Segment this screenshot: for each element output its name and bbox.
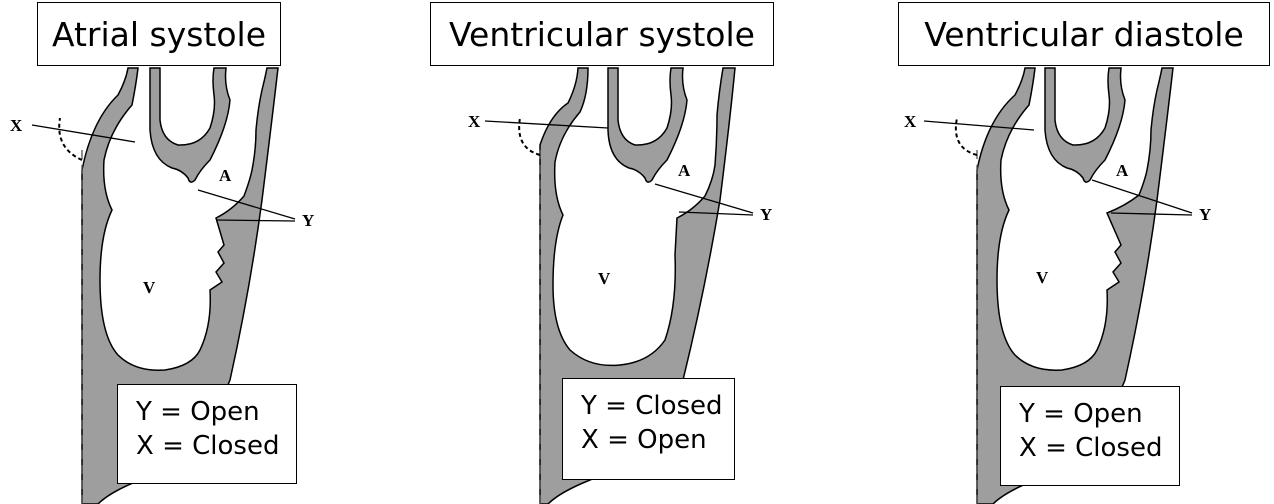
valve-state-box: Y = Open X = Closed bbox=[117, 384, 297, 484]
label-y: Y bbox=[760, 205, 772, 224]
label-x: X bbox=[468, 112, 481, 131]
state-line-x: X = Open bbox=[581, 423, 734, 457]
panel-ventricular-diastole: X A Y V Ventricular diastole Y = Open X … bbox=[849, 0, 1274, 504]
label-y: Y bbox=[302, 211, 314, 230]
atrium-wall bbox=[150, 68, 230, 182]
pointer-x bbox=[924, 121, 1034, 130]
phase-title: Ventricular systole bbox=[430, 2, 774, 66]
label-a: A bbox=[1116, 161, 1129, 180]
panel-atrial-systole: X A Y V Atrial systole Y = Open X = Clos… bbox=[0, 0, 425, 504]
atrium-wall bbox=[1045, 68, 1125, 182]
valve-state-box: Y = Open X = Closed bbox=[1000, 386, 1180, 486]
pointer-x bbox=[32, 125, 135, 142]
state-line-x: X = Closed bbox=[1019, 431, 1179, 465]
panel-ventricular-systole: X A Y V Ventricular systole Y = Closed X… bbox=[425, 0, 850, 504]
label-a: A bbox=[219, 166, 232, 185]
phase-title: Atrial systole bbox=[37, 2, 281, 66]
label-x: X bbox=[10, 116, 23, 135]
atrium-wall bbox=[608, 68, 687, 182]
label-v: V bbox=[598, 269, 611, 288]
label-a: A bbox=[678, 161, 691, 180]
state-line-y: Y = Open bbox=[136, 395, 296, 429]
phase-title: Ventricular diastole bbox=[898, 2, 1270, 66]
closed-valve-x bbox=[59, 118, 82, 160]
pointer-x bbox=[485, 121, 608, 128]
label-v: V bbox=[143, 278, 156, 297]
label-x: X bbox=[904, 112, 917, 131]
valve-state-box: Y = Closed X = Open bbox=[562, 378, 735, 480]
label-y: Y bbox=[1199, 205, 1211, 224]
state-line-y: Y = Closed bbox=[581, 389, 734, 423]
state-line-x: X = Closed bbox=[136, 429, 296, 463]
label-v: V bbox=[1036, 268, 1049, 287]
state-line-y: Y = Open bbox=[1019, 397, 1179, 431]
